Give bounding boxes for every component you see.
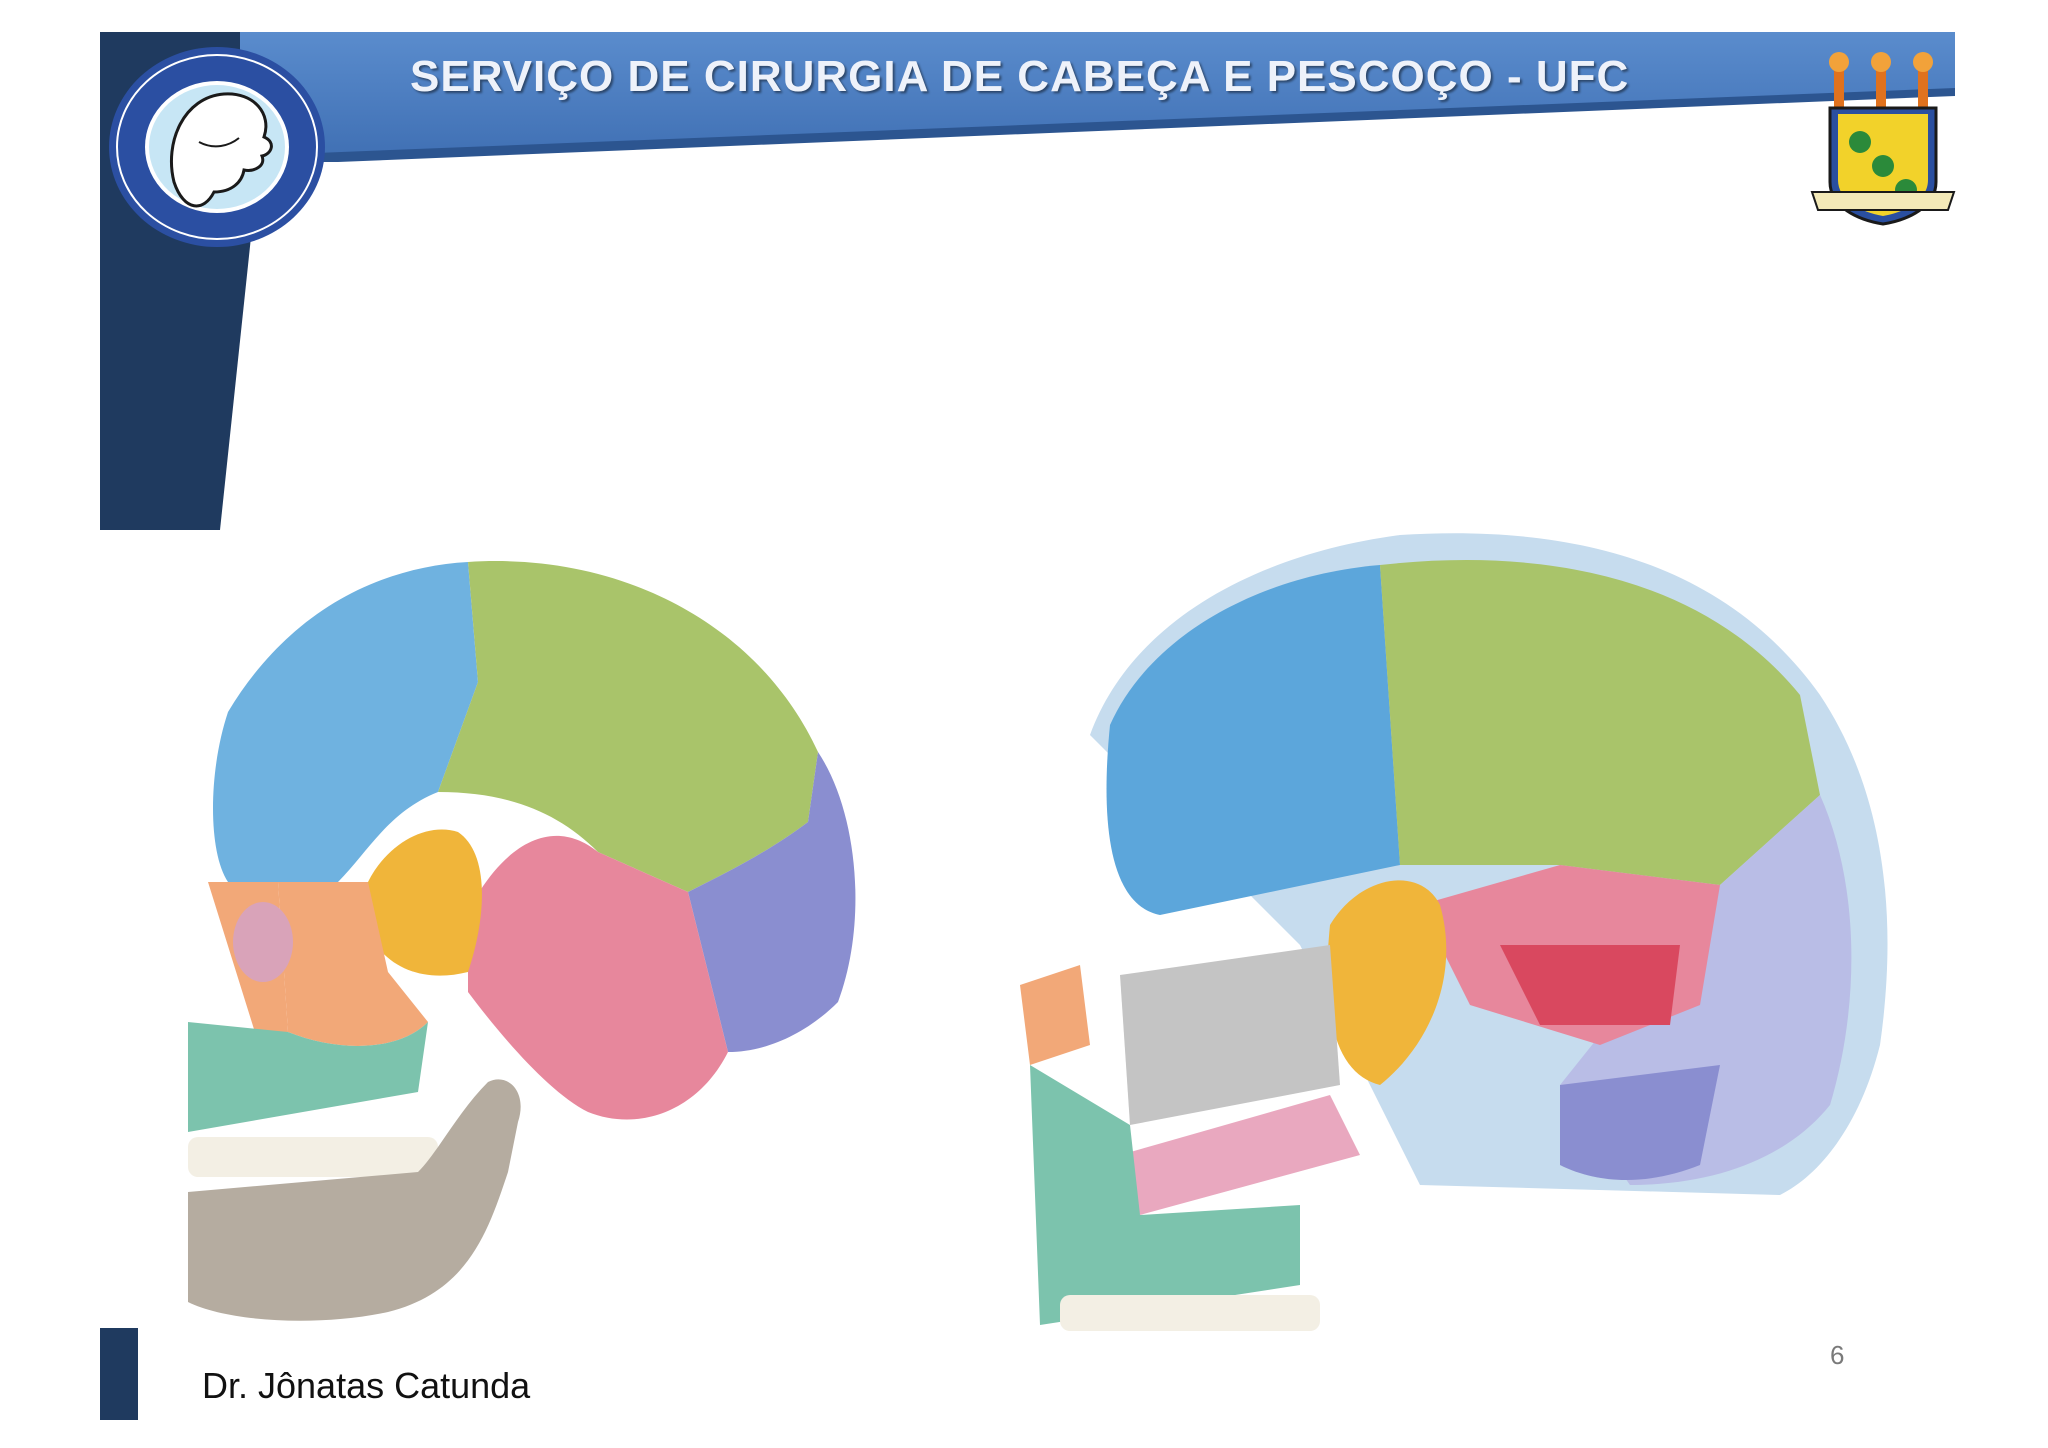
footer-accent-bar [100, 1328, 138, 1420]
header-bar [240, 32, 1955, 162]
skull-sagittal-section-icon [1020, 533, 1888, 1331]
department-seal-icon [109, 47, 325, 247]
skull-lateral-view-icon [188, 561, 856, 1321]
footer-author: Dr. Jônatas Catunda [202, 1365, 531, 1406]
page-number: 6 [1830, 1340, 1845, 1370]
page-title: SERVIÇO DE CIRURGIA DE CABEÇA E PESCOÇO … [410, 52, 1630, 101]
university-crest-icon [1810, 52, 1956, 226]
